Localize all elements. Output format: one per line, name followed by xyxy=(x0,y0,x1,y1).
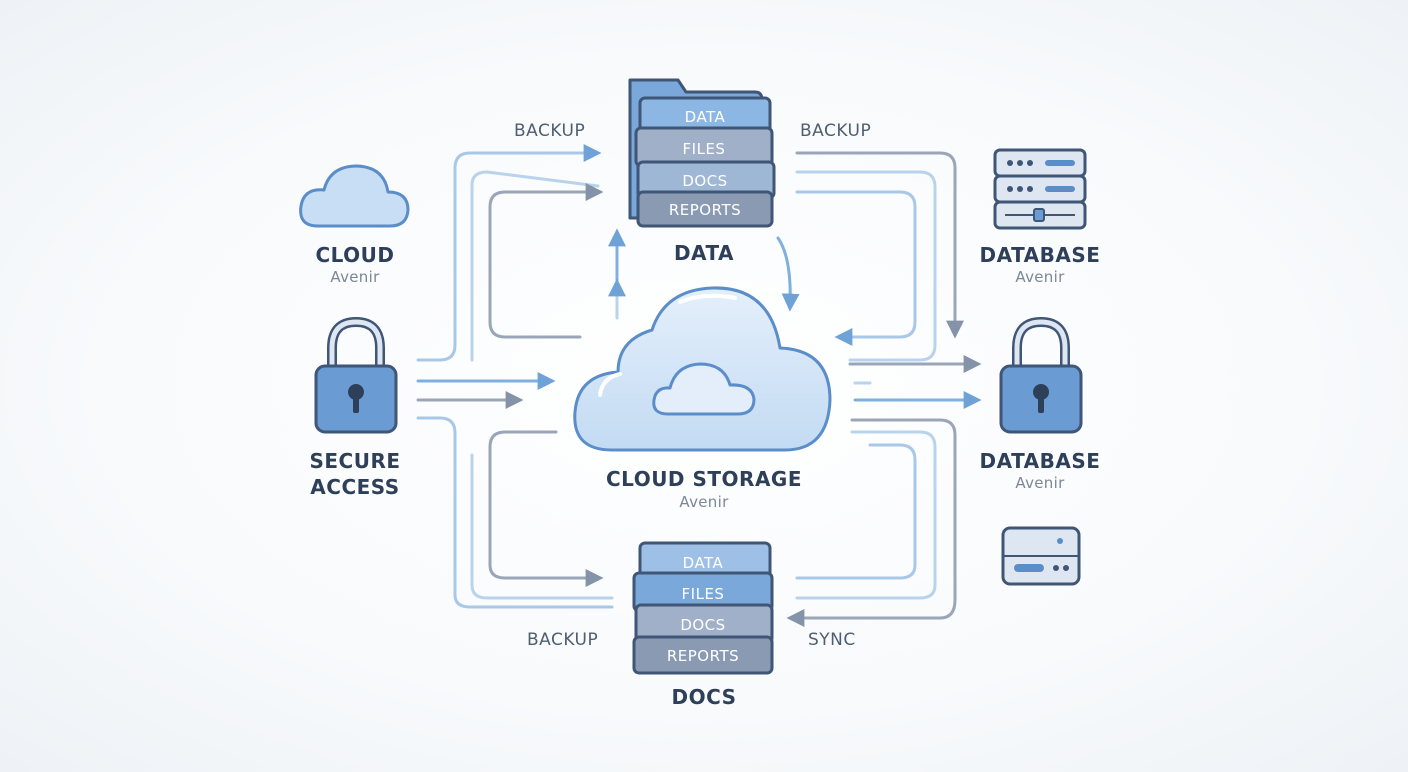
folder-label: DATA xyxy=(683,554,724,572)
edge-line xyxy=(795,190,917,346)
edge-line xyxy=(488,183,604,339)
folder-label: DOCS xyxy=(680,616,725,634)
folder-label: FILES xyxy=(683,140,726,158)
folder-label: REPORTS xyxy=(669,201,741,219)
secure-access-title-2: ACCESS xyxy=(310,475,400,499)
cloud-storage-subtitle: Avenir xyxy=(679,493,729,511)
edge-label-backup: BACKUP xyxy=(800,121,872,141)
folder-label: DOCS xyxy=(682,172,727,190)
database-title: DATABASE xyxy=(979,449,1101,473)
cloud-storage-title: CLOUD STORAGE xyxy=(605,467,803,491)
edge-line xyxy=(795,443,917,580)
edge-line xyxy=(488,430,604,587)
lock-icon xyxy=(314,316,398,434)
storage-drive-icon xyxy=(1001,526,1081,586)
secure-access-title-1: SECURE xyxy=(309,449,401,473)
data-title: DATA xyxy=(673,241,735,265)
edge-line xyxy=(795,151,964,339)
lock-icon xyxy=(999,316,1083,434)
edge-line xyxy=(416,416,614,609)
edge-line xyxy=(470,453,614,600)
edge-line xyxy=(416,144,602,362)
edge-line xyxy=(786,418,957,627)
database-title: DATABASE xyxy=(979,243,1101,267)
cloud-title: CLOUD xyxy=(315,243,395,267)
server-icon xyxy=(993,148,1087,230)
edge-label-backup: BACKUP xyxy=(527,630,599,650)
database-subtitle: Avenir xyxy=(1015,474,1065,492)
database-subtitle: Avenir xyxy=(1015,268,1065,286)
cloud-storage-icon xyxy=(573,286,832,452)
folder xyxy=(636,190,774,228)
edge-line xyxy=(795,430,937,600)
folder xyxy=(632,635,774,675)
folder-stack-top xyxy=(628,78,776,228)
edge-label-backup: BACKUP xyxy=(514,121,586,141)
docs-title: DOCS xyxy=(671,685,737,709)
edge-line xyxy=(795,170,937,362)
cloud-icon xyxy=(299,164,410,228)
folder-stack-bottom xyxy=(632,541,774,675)
edge-line xyxy=(470,170,600,362)
edge-line xyxy=(776,236,800,312)
cloud-subtitle: Avenir xyxy=(330,268,380,286)
folder-label: REPORTS xyxy=(667,647,739,665)
folder-label: DATA xyxy=(685,108,726,126)
folder-label: FILES xyxy=(682,585,725,603)
edge-label-sync: SYNC xyxy=(808,630,856,650)
